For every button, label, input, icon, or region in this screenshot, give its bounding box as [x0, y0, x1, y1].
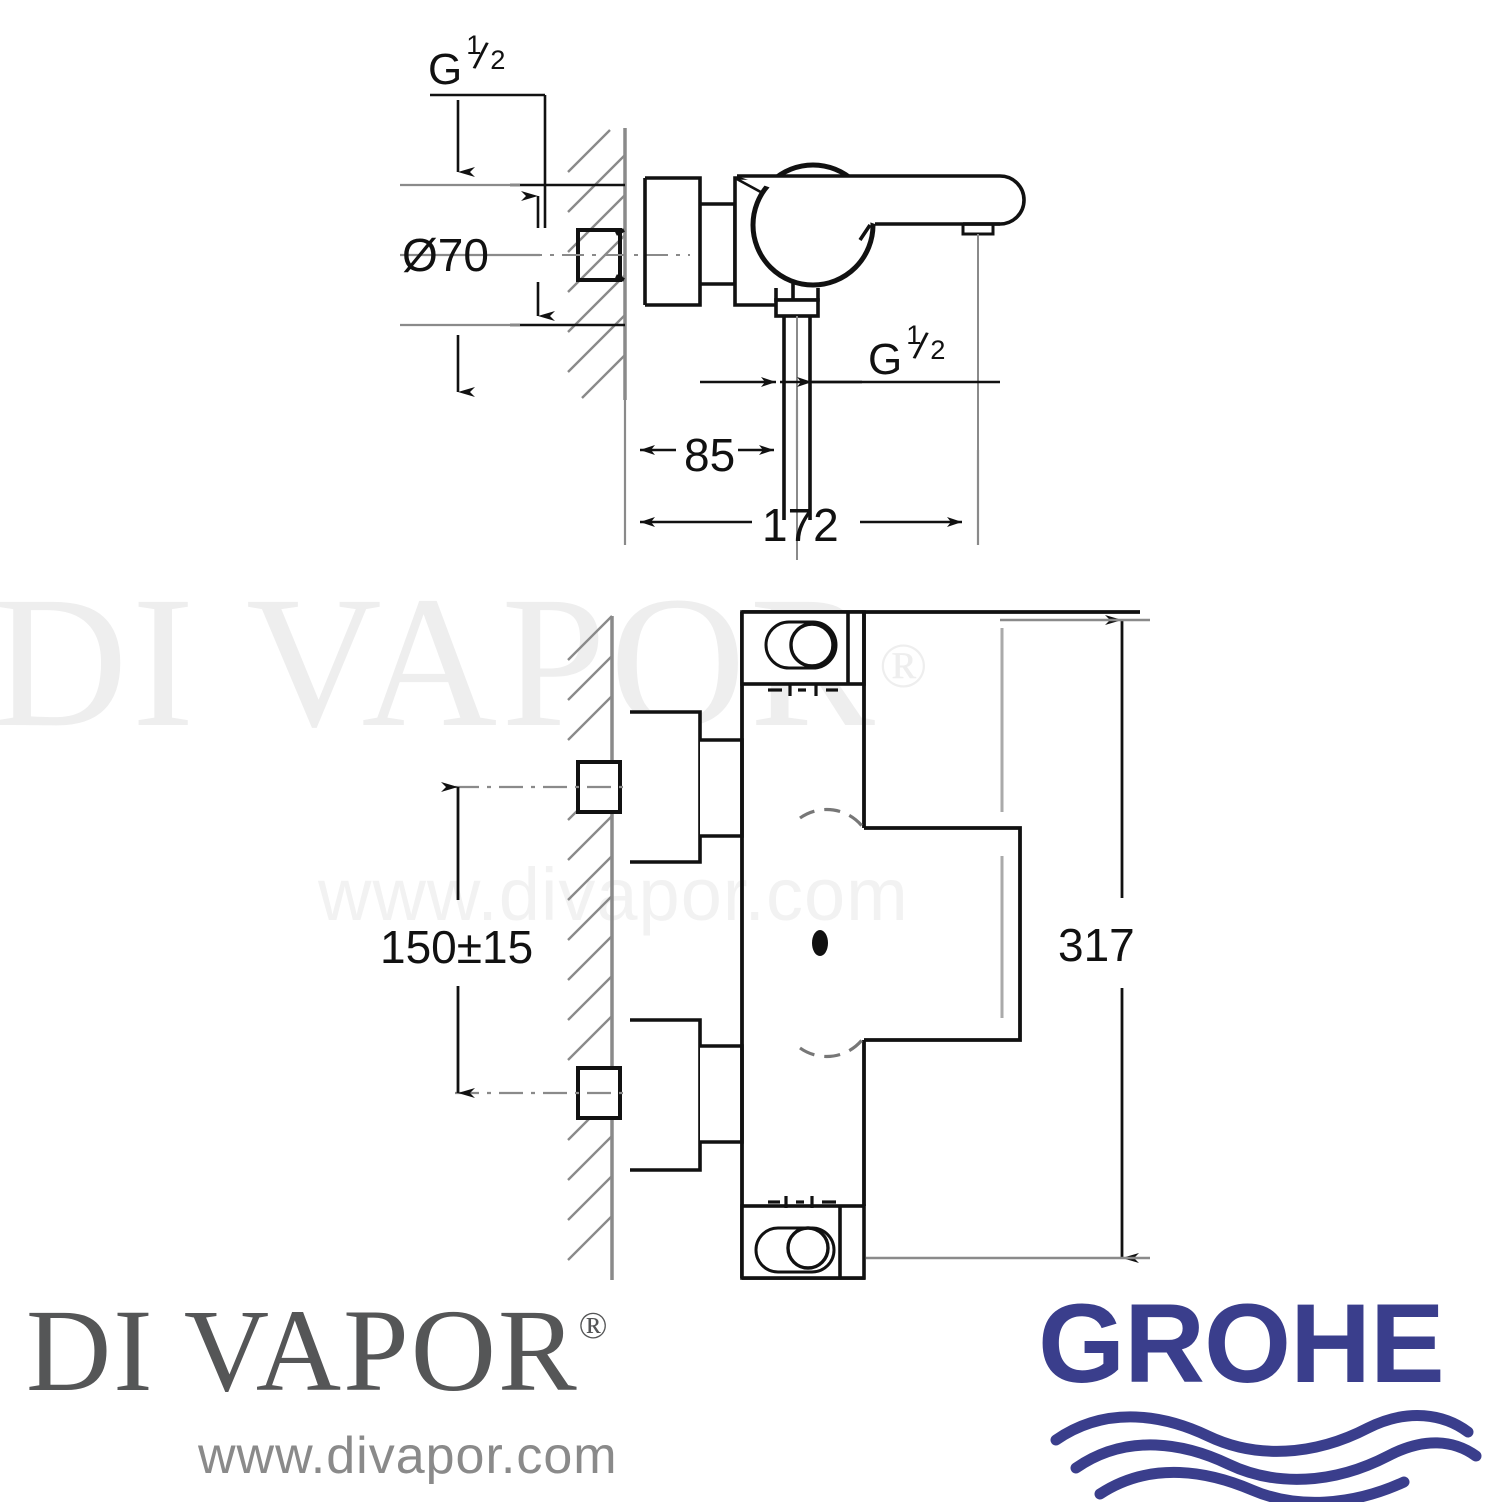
- wall-hatching-front: [567, 615, 613, 1261]
- fraction-half-bottom: 1/2: [906, 318, 946, 369]
- temperature-control-block: [740, 610, 866, 686]
- dim-label-g-top-letter: G: [428, 45, 463, 94]
- fraction-half-top: 1/2: [466, 28, 506, 79]
- grohe-wave-icon: [1050, 1410, 1482, 1507]
- dim-label-150-15: 150±15: [380, 921, 534, 973]
- temperature-scale-top: [768, 684, 838, 696]
- escutcheon-lower: [630, 1018, 744, 1172]
- dim-diameter-70: [510, 183, 625, 327]
- divapor-registered-icon: ®: [578, 1305, 608, 1347]
- escutcheon-upper: [630, 710, 744, 864]
- dim-label-85: 85: [684, 429, 736, 481]
- dim-g-half-top: [430, 93, 547, 228]
- dim-label-172: 172: [762, 499, 839, 551]
- spout-arm-top: [737, 174, 1026, 241]
- top-view-group: [400, 93, 1026, 560]
- front-view-group: [441, 610, 1150, 1280]
- dim-label-g-bottom-letter: G: [868, 335, 903, 384]
- spout-recess-fillets: [799, 807, 864, 1059]
- dim-label-diameter-70: Ø70: [402, 229, 489, 281]
- flow-control-block: [740, 1204, 866, 1280]
- divapor-logo: DI VAPOR® www.divapor.com: [26, 1292, 786, 1486]
- grohe-logo: GROHE: [1038, 1288, 1488, 1507]
- flow-scale-bottom: [768, 1196, 836, 1208]
- divapor-logo-url: www.divapor.com: [198, 1427, 618, 1485]
- divapor-name-text: DI VAPOR: [26, 1285, 579, 1416]
- mixer-body-top: [645, 176, 737, 307]
- divapor-logo-name: DI VAPOR®: [26, 1292, 786, 1410]
- dim-label-317: 317: [1058, 919, 1135, 971]
- grohe-logo-name: GROHE: [1038, 1281, 1445, 1406]
- diverter-marker-icon: [812, 930, 828, 956]
- spout-recess-front: [862, 612, 1022, 1206]
